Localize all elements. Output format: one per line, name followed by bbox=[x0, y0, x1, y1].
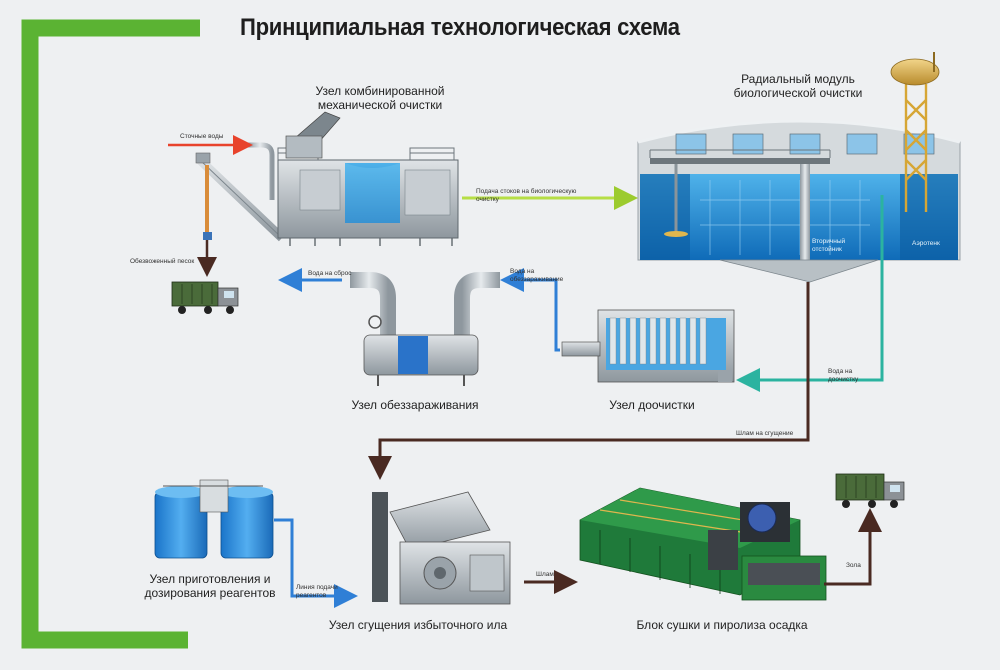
label-flow-to-bio: Подача стоков на биологическую очистку bbox=[476, 188, 577, 203]
label-secondary-settler: Вторичный отстойник bbox=[812, 238, 846, 253]
flow-sludge-thick bbox=[368, 282, 810, 480]
flow-ash bbox=[824, 508, 882, 586]
flow-to-disinfect bbox=[500, 268, 560, 352]
flow-reagents bbox=[274, 518, 358, 608]
diagram-title: Принципиальная технологическая схема bbox=[240, 14, 680, 41]
label-flow-sludge: Шлам bbox=[536, 571, 554, 578]
label-flow-sludge-thick: Шлам на сгущение bbox=[736, 430, 794, 437]
label-flow-to-disinfect: Вода на обеззараживание bbox=[510, 268, 564, 283]
label-flow-wastewater: Сточные воды bbox=[180, 133, 224, 140]
label-flow-ash: Зола bbox=[846, 562, 861, 569]
posttreatment-unit bbox=[561, 309, 735, 383]
label-mech-node: Узел комбинированной механической очистк… bbox=[315, 84, 445, 112]
truck-ash bbox=[835, 473, 905, 508]
label-drying-node: Блок сушки и пиролиза осадка bbox=[636, 618, 808, 632]
label-bio-node: Радиальный модуль биологической очистки bbox=[733, 72, 863, 100]
water-tower-tank bbox=[890, 58, 940, 86]
disinfection-unit bbox=[350, 272, 500, 386]
truck-sand bbox=[171, 281, 239, 314]
label-flow-reagents: Линия подачи реагентов bbox=[296, 584, 338, 599]
mech-treatment-unit bbox=[195, 111, 459, 246]
reagent-tanks bbox=[154, 479, 274, 559]
label-reagents-node: Узел приготовления и дозирования реагент… bbox=[144, 572, 276, 600]
label-posttreat-node: Узел доочистки bbox=[609, 398, 695, 412]
label-disinfect-node: Узел обеззараживания bbox=[351, 398, 479, 412]
drying-block bbox=[579, 487, 827, 601]
thickener-unit bbox=[372, 491, 511, 605]
label-flow-sand: Обезвоженный песок bbox=[130, 258, 195, 265]
flow-to-posttreat bbox=[736, 195, 884, 392]
label-aerotank: Аэротенк bbox=[912, 240, 940, 247]
green-frame bbox=[21, 19, 200, 649]
label-flow-discharge: Вода на сброс bbox=[308, 270, 352, 277]
bio-module bbox=[637, 52, 961, 283]
label-thickening-node: Узел сгущения избыточного ила bbox=[328, 618, 508, 632]
label-flow-to-posttreat: Вода на доочистку bbox=[828, 368, 859, 383]
mech-water-chamber bbox=[345, 163, 400, 223]
